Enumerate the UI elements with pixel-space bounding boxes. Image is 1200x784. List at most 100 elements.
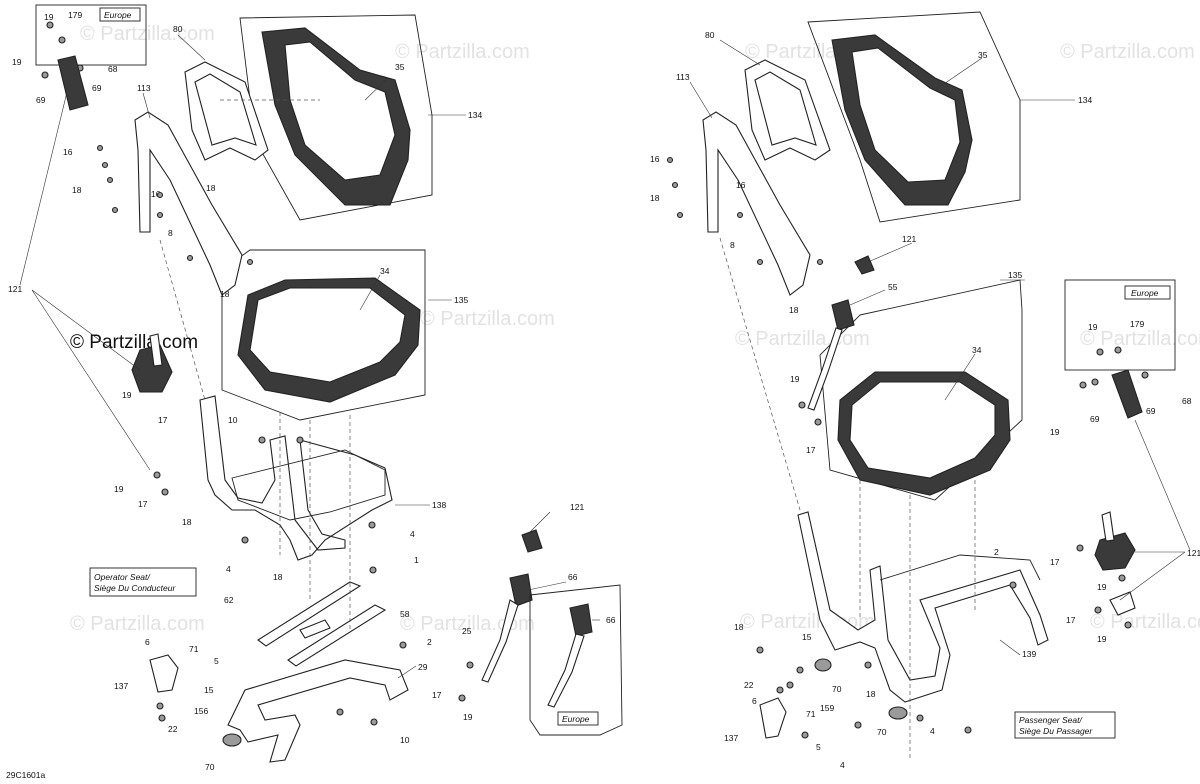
leader-line: [944, 353, 976, 401]
callout-70: 70: [832, 684, 842, 694]
callout-18: 18: [789, 305, 799, 315]
seatbelt-retractor-right: [1094, 532, 1136, 571]
callout-18: 18: [206, 183, 216, 193]
leader-line: [359, 274, 381, 311]
retractor-bracket-69-left: [57, 55, 89, 111]
buckle-121: [521, 529, 543, 553]
leader-line: [867, 242, 913, 263]
seatbelt-strap-europe: [547, 633, 585, 708]
callout-121: 121: [8, 284, 22, 294]
callout-156: 156: [194, 706, 208, 716]
retractor-strap-right: [1101, 511, 1115, 542]
drawing-id: 29C1601a: [6, 770, 46, 780]
callout-35: 35: [978, 50, 988, 60]
callout-19: 19: [12, 57, 22, 67]
callout-113: 113: [676, 72, 690, 82]
hardware-fasteners: [41, 21, 1149, 739]
buckle-121-right: [854, 255, 875, 275]
leader-line: [31, 289, 151, 471]
watermark: © Partzilla.com: [395, 41, 530, 63]
callout-17: 17: [1050, 557, 1060, 567]
callout-71: 71: [189, 644, 199, 654]
callout-69: 69: [1090, 414, 1100, 424]
callout-1: 1: [414, 555, 419, 565]
callout-34: 34: [380, 266, 390, 276]
europe-label: Europe: [1131, 288, 1159, 298]
callout-19: 19: [1050, 427, 1060, 437]
callout-121: 121: [570, 502, 584, 512]
watermark: © Partzilla.com: [400, 613, 535, 635]
callout-138: 138: [432, 500, 446, 510]
callout-80: 80: [705, 30, 715, 40]
callout-134: 134: [468, 110, 482, 120]
callout-4: 4: [410, 529, 415, 539]
callout-70: 70: [877, 727, 887, 737]
leader-line: [849, 289, 886, 306]
seat-base-top-right: [879, 554, 1041, 581]
callout-19: 19: [790, 374, 800, 384]
backrest-box-right: [807, 11, 1021, 223]
callout-17: 17: [138, 499, 148, 509]
seat-base-frame-right: [797, 511, 1049, 703]
passenger-seat-label-line2: Siège Du Passager: [1019, 726, 1093, 736]
callout-68: 68: [1182, 396, 1192, 406]
callout-4: 4: [840, 760, 845, 770]
seat-lower-base: [227, 659, 409, 763]
backrest-frame-right: [702, 111, 811, 296]
callout-19: 19: [1097, 634, 1107, 644]
backrest-cushion-face-right: [851, 47, 961, 183]
callout-135: 135: [454, 295, 468, 305]
leader-line: [397, 665, 417, 679]
watermark: © Partzilla.com: [70, 613, 205, 635]
leader-line: [177, 34, 206, 61]
callout-19: 19: [463, 712, 473, 722]
seatbelt-tongue-europe: [569, 603, 593, 637]
operator-seat-label: Operator Seat/ Siège Du Conducteur: [89, 567, 197, 597]
callout-19: 19: [114, 484, 124, 494]
bracket-137: [149, 654, 179, 693]
callout-66: 66: [568, 572, 578, 582]
callout-121: 121: [1187, 548, 1200, 558]
callout-18: 18: [72, 185, 82, 195]
leader-line: [689, 81, 713, 119]
backrest-frame: [134, 111, 243, 296]
operator-seat-label-line1: Operator Seat/: [94, 572, 151, 582]
callout-19: 19: [122, 390, 132, 400]
operator-seat-assembly: Europe: [6, 4, 623, 780]
callout-17: 17: [1066, 615, 1076, 625]
leader-line: [527, 581, 567, 591]
callout-2: 2: [427, 637, 432, 647]
callout-6: 6: [145, 637, 150, 647]
callout-19: 19: [1097, 582, 1107, 592]
callout-18: 18: [734, 622, 744, 632]
callout-139: 139: [1022, 649, 1036, 659]
callout-68: 68: [108, 64, 118, 74]
callout-137: 137: [114, 681, 128, 691]
watermark: © Partzilla.com: [1060, 41, 1195, 63]
callout-6: 6: [752, 696, 757, 706]
callout-15: 15: [802, 632, 812, 642]
callout-10: 10: [228, 415, 238, 425]
europe-label: Europe: [562, 714, 590, 724]
leader-line: [719, 39, 761, 66]
watermark-main: © Partzilla.com: [70, 332, 198, 353]
callout-121: 121: [902, 234, 916, 244]
callout-113: 113: [137, 83, 151, 93]
callout-70: 70: [205, 762, 215, 772]
callout-8: 8: [730, 240, 735, 250]
europe-box-left: Europe: [35, 4, 147, 66]
callout-22: 22: [744, 680, 754, 690]
callout-4: 4: [226, 564, 231, 574]
callout-135: 135: [1008, 270, 1022, 280]
buckle-55: [831, 299, 855, 331]
callout-179: 179: [68, 10, 82, 20]
callout-19: 19: [1088, 322, 1098, 332]
bumper-70-right: [814, 658, 832, 672]
seatbelt-retractor: [131, 344, 173, 393]
callout-18: 18: [273, 572, 283, 582]
rail-lever: [299, 619, 331, 639]
bumper-70-right-b: [888, 706, 908, 720]
callout-18: 18: [650, 193, 660, 203]
guide-line: [719, 237, 801, 511]
